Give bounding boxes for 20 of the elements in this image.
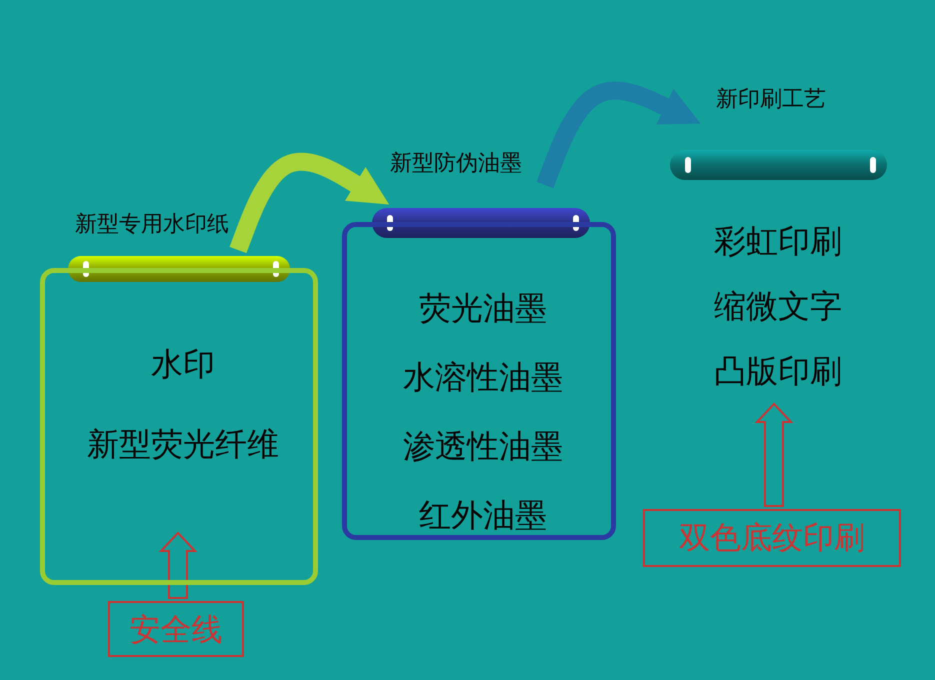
item-text: 水印 [150, 345, 216, 384]
hollow-arrow [754, 402, 794, 507]
heading: 新印刷工艺 [716, 85, 826, 113]
note-text: 双色底纹印刷 [678, 519, 866, 557]
item-text: 渗透性油墨 [402, 427, 564, 466]
hollow-arrow [158, 532, 198, 599]
item-text: 水溶性油墨 [402, 358, 564, 397]
item-text: 彩虹印刷 [713, 222, 843, 261]
heading: 新型专用水印纸 [75, 210, 229, 238]
item-text: 荧光油墨 [418, 289, 548, 328]
item-text: 新型荧光纤维 [86, 425, 280, 464]
curved-arrow [230, 152, 390, 254]
item-text: 缩微文字 [713, 287, 843, 326]
label-box [108, 601, 244, 657]
item-text: 凸版印刷 [713, 352, 843, 391]
note-text: 安全线 [128, 611, 224, 649]
curved-arrow [536, 82, 701, 188]
item-text: 红外油墨 [418, 496, 548, 535]
label-box [643, 509, 901, 567]
heading: 新型防伪油墨 [390, 149, 522, 177]
